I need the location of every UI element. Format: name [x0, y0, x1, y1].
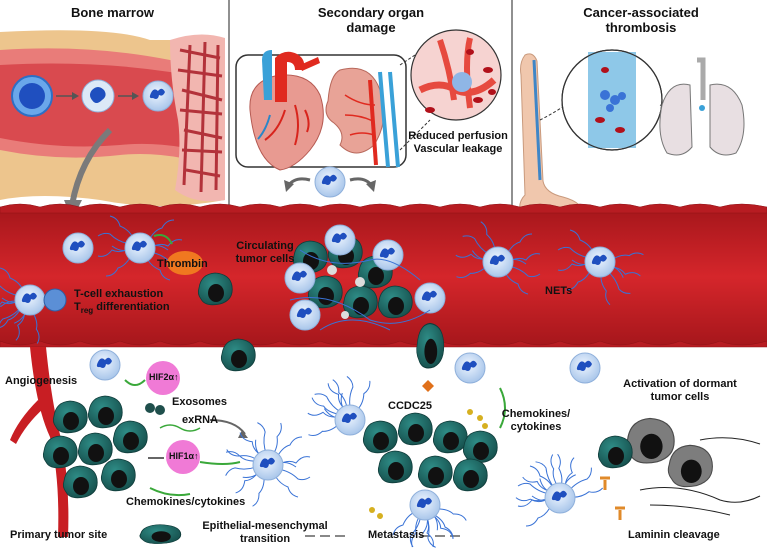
bone-marrow-panel: [0, 30, 225, 220]
tissue-layer: [42, 322, 761, 558]
chemokines-left-label: Chemokines/cytokines: [126, 496, 246, 508]
chemokines-right-line1: Chemokines/: [501, 408, 571, 420]
laminin-label: Laminin cleavage: [628, 529, 720, 541]
lung-illustration: [659, 57, 745, 156]
dormant-line1: Activation of dormant: [623, 378, 737, 390]
bone-trabeculae: [170, 34, 225, 202]
dormant-line2: tumor cells: [650, 390, 710, 403]
chemokines-right-label: Chemokines/ cytokines: [496, 408, 576, 433]
kidney-illustration: [325, 67, 400, 168]
organ-damage-caption: Reduced perfusion Vascular leakage: [408, 130, 508, 155]
dormant-cells: [597, 417, 761, 520]
organ-damage-panel: [235, 29, 502, 198]
neutrophil-maturation: [11, 75, 174, 117]
exosomes-label: Exosomes: [172, 396, 228, 408]
treg-sub: reg: [80, 305, 94, 315]
tcell-exhaustion-text: T-cell exhaustion: [74, 288, 164, 300]
reduced-perfusion-label: Reduced perfusion: [408, 130, 508, 142]
capillary-zoom: [410, 29, 502, 121]
organ-damage-title: Secondary organ damage: [232, 5, 510, 36]
clot-zoom: [561, 49, 663, 151]
emt-line1: Epithelial-mesenchymal: [202, 520, 328, 532]
treg-T: T: [74, 300, 81, 313]
thrombin-label: Thrombin: [157, 258, 208, 270]
bone-marrow-title: Bone marrow: [0, 5, 225, 21]
ctc-cluster: [284, 224, 446, 331]
thrombosis-title-line1: Cancer-associated: [583, 5, 699, 20]
dormant-label: Activation of dormant tumor cells: [605, 378, 755, 403]
exrna-label: exRNA: [182, 414, 219, 426]
thrombosis-panel: [519, 49, 745, 216]
emt-label: Epithelial-mesenchymal transition: [200, 520, 330, 545]
chemokines-right-line2: cytokines: [510, 420, 562, 433]
metastasis-cluster: [300, 322, 506, 558]
ccdc25-label: CCDC25: [388, 400, 433, 412]
hif1a-label: HIF1α↑: [169, 451, 199, 461]
thrombosis-title-line2: thrombosis: [605, 19, 677, 35]
hif2a-label: HIF2α↑: [149, 372, 179, 382]
tcell-exhaustion-label: T-cell exhaustion Treg differentiation: [74, 288, 170, 315]
thrombosis-title: Cancer-associated thrombosis: [515, 5, 767, 36]
primary-tumor-site-label: Primary tumor site: [10, 529, 108, 541]
heart-illustration: [249, 50, 324, 171]
ctc-label: Circulating tumor cells: [220, 240, 310, 265]
treg-rest: differentiation: [93, 300, 170, 313]
treg-differentiation-text: Treg differentiation: [74, 301, 170, 315]
metastasis-label: Metastasis: [368, 529, 425, 541]
angiogenesis-label: Angiogenesis: [5, 375, 78, 387]
vascular-leakage-label: Vascular leakage: [413, 142, 503, 155]
emt-line2: transition: [239, 532, 291, 545]
organ-damage-title-line2: damage: [346, 19, 396, 35]
ctc-label-line1: Circulating: [236, 240, 294, 252]
bone-marrow-title-text: Bone marrow: [70, 5, 155, 20]
nets-label: NETs: [545, 285, 573, 297]
organ-damage-title-line1: Secondary organ: [317, 5, 425, 20]
vessel-cells: [0, 215, 651, 351]
ctc-label-line2: tumor cells: [235, 252, 295, 265]
